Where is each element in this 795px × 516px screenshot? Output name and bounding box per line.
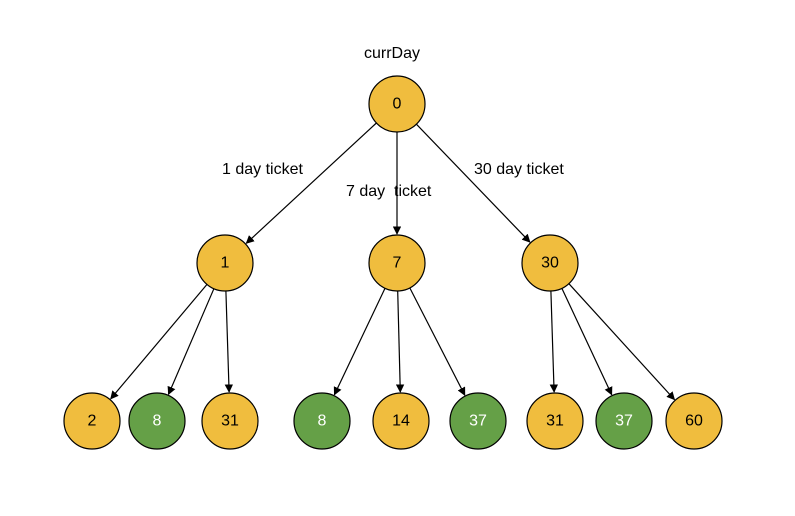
node-root: 0 [368, 75, 426, 133]
node-level2-6-label: 31 [546, 413, 564, 430]
edge-level1-1-to-level2-4 [395, 290, 405, 393]
node-level2-8-circle [665, 392, 723, 450]
node-level1-0-circle [196, 234, 254, 292]
edge-label-7-day: 7 day ticket [346, 183, 432, 200]
node-level2-5-circle [449, 392, 507, 450]
node-level1-2-circle [521, 234, 579, 292]
node-level2-0-circle [63, 392, 121, 450]
node-level1-2-label: 30 [541, 255, 559, 272]
nodes: 0 1 7 30 2 8 31 8 14 37 31 37 60 [63, 75, 723, 450]
node-level2-5-label: 37 [469, 413, 487, 430]
edge-level1-0-to-level2-1 [167, 288, 215, 396]
node-level2-3-circle [293, 392, 351, 450]
edge-level1-0-to-level2-0 [110, 284, 208, 400]
node-level2-4-circle [372, 392, 430, 450]
node-level1-1: 7 [368, 234, 426, 292]
node-level2-8-label: 60 [685, 413, 703, 430]
edge-level1-2-to-level2-6 [549, 290, 559, 393]
node-level2-1: 8 [128, 392, 186, 450]
node-level2-2-circle [201, 392, 259, 450]
node-level1-0-label: 1 [221, 255, 230, 272]
edge-level1-1-to-level2-5 [409, 287, 466, 396]
edge-root-to-level1-0 [245, 122, 377, 244]
node-level2-7: 37 [595, 392, 653, 450]
node-root-circle [368, 75, 426, 133]
edge-label-1-day: 1 day ticket [222, 161, 303, 178]
node-level2-2: 31 [201, 392, 259, 450]
node-level1-2: 30 [521, 234, 579, 292]
node-level2-3: 8 [293, 392, 351, 450]
edge-label-30-day: 30 day ticket [474, 161, 564, 178]
edge-level1-2-to-level2-7 [561, 288, 613, 396]
header-label: currDay [364, 45, 420, 62]
node-level2-7-label: 37 [615, 413, 633, 430]
node-level2-0-label: 2 [88, 413, 97, 430]
node-level2-1-circle [128, 392, 186, 450]
node-level2-7-circle [595, 392, 653, 450]
node-level2-5: 37 [449, 392, 507, 450]
edge-level1-1-to-level2-3 [333, 288, 386, 396]
node-level2-2-label: 31 [221, 413, 239, 430]
node-level2-6: 31 [526, 392, 584, 450]
node-level2-6-circle [526, 392, 584, 450]
node-level2-4-label: 14 [392, 413, 410, 430]
node-level1-0: 1 [196, 234, 254, 292]
node-level2-8: 60 [665, 392, 723, 450]
node-root-label: 0 [393, 96, 402, 113]
edge-root-to-level1-2 [415, 123, 531, 243]
node-level1-1-label: 7 [393, 255, 402, 272]
edge-level1-2-to-level2-8 [568, 283, 676, 401]
node-level2-3-label: 8 [318, 413, 327, 430]
node-level2-1-label: 8 [153, 413, 162, 430]
node-level2-4: 14 [372, 392, 430, 450]
node-level1-1-circle [368, 234, 426, 292]
edges [110, 122, 676, 401]
node-level2-0: 2 [63, 392, 121, 450]
edge-level1-0-to-level2-2 [224, 290, 234, 393]
